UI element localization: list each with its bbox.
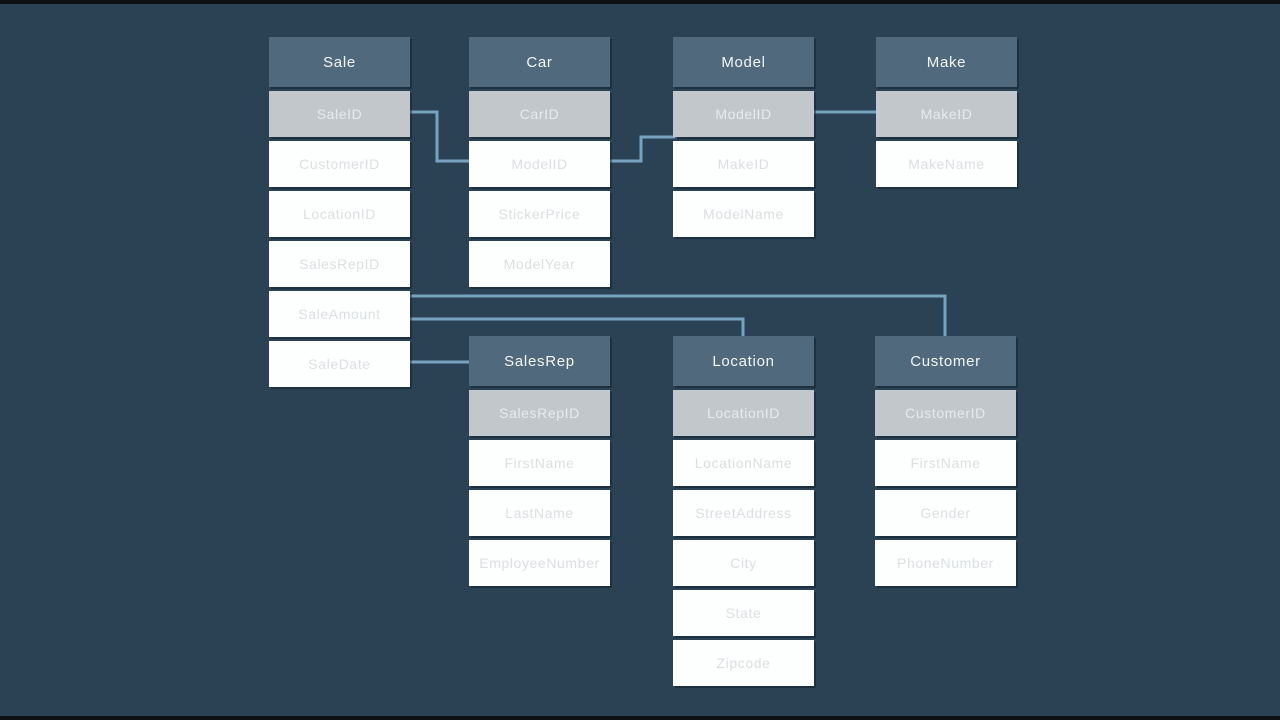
field-row: LocationName: [673, 440, 814, 486]
field-row: EmployeeNumber: [469, 540, 610, 586]
field-row: PhoneNumber: [875, 540, 1016, 586]
field-row: Gender: [875, 490, 1016, 536]
table-title-model: Model: [673, 37, 814, 87]
field-row: MakeName: [876, 141, 1017, 187]
field-row: SaleAmount: [269, 291, 410, 337]
table-title-car: Car: [469, 37, 610, 87]
field-row: State: [673, 590, 814, 636]
table-title-customer: Customer: [875, 336, 1016, 386]
field-row: ModelID: [469, 141, 610, 187]
table-title-location: Location: [673, 336, 814, 386]
primary-key-row: SaleID: [269, 91, 410, 137]
field-row: SaleDate: [269, 341, 410, 387]
field-row: FirstName: [469, 440, 610, 486]
field-row: CustomerID: [269, 141, 410, 187]
field-row: StreetAddress: [673, 490, 814, 536]
connector-car-modelid-to-model: [605, 135, 677, 163]
table-title-salesrep: SalesRep: [469, 336, 610, 386]
field-row: SalesRepID: [269, 241, 410, 287]
table-title-make: Make: [876, 37, 1017, 87]
primary-key-row: CarID: [469, 91, 610, 137]
field-row: StickerPrice: [469, 191, 610, 237]
connector-sale-saleid-to-car-modelid: [403, 110, 473, 163]
primary-key-row: MakeID: [876, 91, 1017, 137]
field-row: LocationID: [269, 191, 410, 237]
field-row: LastName: [469, 490, 610, 536]
letterbox-bar-top: [0, 0, 1280, 4]
primary-key-row: CustomerID: [875, 390, 1016, 436]
primary-key-row: LocationID: [673, 390, 814, 436]
field-row: Zipcode: [673, 640, 814, 686]
field-row: ModelName: [673, 191, 814, 237]
primary-key-row: ModelID: [673, 91, 814, 137]
field-row: City: [673, 540, 814, 586]
field-row: FirstName: [875, 440, 1016, 486]
table-title-sale: Sale: [269, 37, 410, 87]
field-row: ModelYear: [469, 241, 610, 287]
primary-key-row: SalesRepID: [469, 390, 610, 436]
field-row: MakeID: [673, 141, 814, 187]
letterbox-bar-bottom: [0, 716, 1280, 720]
